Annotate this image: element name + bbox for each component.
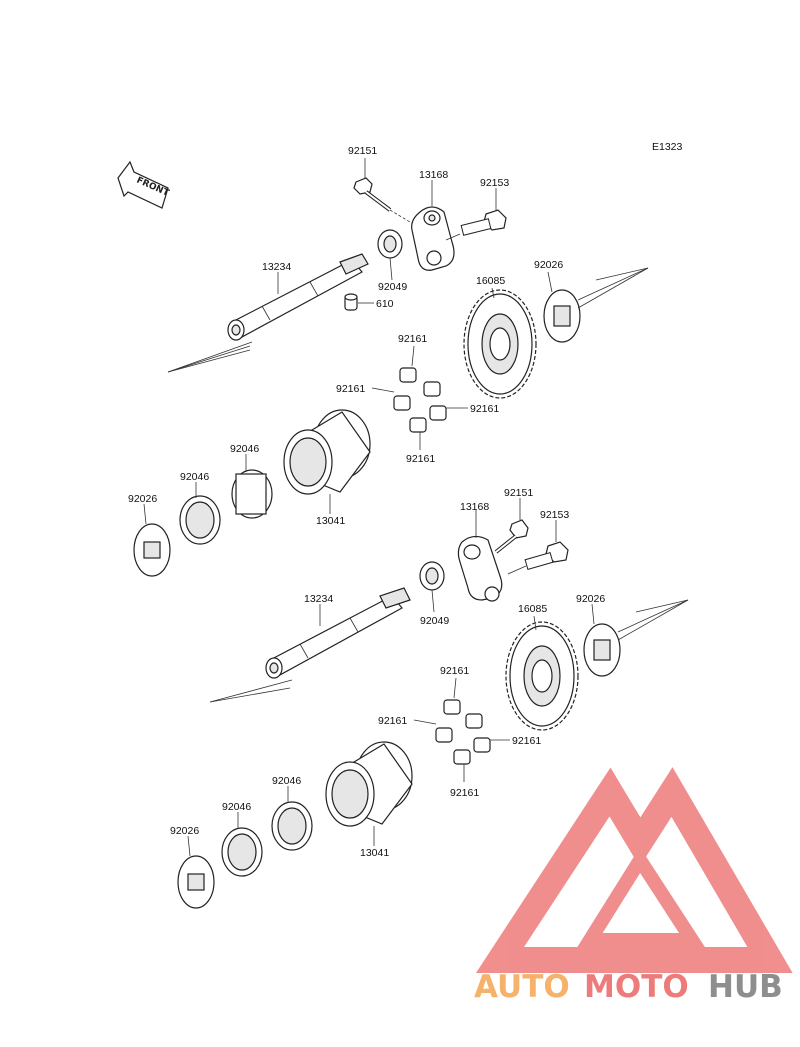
bearing-upper xyxy=(377,229,403,259)
logo-text-hub: HUB xyxy=(708,969,783,1005)
gear-lower xyxy=(505,621,579,731)
label-92161-upper-top: 92161 xyxy=(398,333,427,345)
dampers-lower xyxy=(435,699,491,765)
label-92046-lower-a: 92046 xyxy=(222,801,251,813)
washer-lower-left xyxy=(177,855,215,909)
shaft-lower xyxy=(265,587,411,679)
label-92161-upper-bottom: 92161 xyxy=(406,453,435,465)
label-92161-upper-right: 92161 xyxy=(470,403,499,415)
hub-upper xyxy=(283,409,371,495)
hub-lower xyxy=(325,741,413,827)
label-92026-lower-right: 92026 xyxy=(576,593,605,605)
label-92046-lower-b: 92046 xyxy=(272,775,301,787)
label-13168-upper: 13168 xyxy=(419,169,448,181)
label-92049-upper: 92049 xyxy=(378,281,407,293)
label-92026-upper-left: 92026 xyxy=(128,493,157,505)
label-92151-lower: 92151 xyxy=(504,487,533,499)
label-92026-lower-left: 92026 xyxy=(170,825,199,837)
label-13041-lower: 13041 xyxy=(360,847,389,859)
needle-bearing-upper-b xyxy=(231,469,273,519)
bolt-upper-b xyxy=(460,209,507,236)
label-92161-lower-bottom: 92161 xyxy=(450,787,479,799)
needle-bearing-upper-a xyxy=(179,495,221,545)
washer-upper-left xyxy=(133,523,171,577)
label-610: 610 xyxy=(376,298,394,310)
bolt-lower-a xyxy=(494,519,529,554)
needle-bearing-lower-b xyxy=(271,801,313,851)
diagram-code: E1323 xyxy=(652,141,683,153)
logo-text-auto: AUTO xyxy=(474,969,570,1005)
dampers-upper xyxy=(393,367,447,433)
label-92153-upper: 92153 xyxy=(480,177,509,189)
automotohub-logo xyxy=(475,767,793,973)
label-92026-upper-right: 92026 xyxy=(534,259,563,271)
bracket-upper xyxy=(411,206,455,271)
front-arrow-icon: FRONT xyxy=(117,160,171,209)
label-92046-upper-b: 92046 xyxy=(230,443,259,455)
logo-text-moto: MOTO xyxy=(584,969,689,1005)
label-13041-upper: 13041 xyxy=(316,515,345,527)
label-16085-upper: 16085 xyxy=(476,275,505,287)
bolt-lower-b xyxy=(524,541,569,571)
label-92161-lower-right: 92161 xyxy=(512,735,541,747)
label-92153-lower: 92153 xyxy=(540,509,569,521)
label-92161-lower-top: 92161 xyxy=(440,665,469,677)
bracket-lower xyxy=(457,535,503,602)
label-92161-lower-left: 92161 xyxy=(378,715,407,727)
label-92049-lower: 92049 xyxy=(420,615,449,627)
shaft-upper xyxy=(227,253,369,341)
label-92046-upper-a: 92046 xyxy=(180,471,209,483)
washer-lower-right xyxy=(583,623,621,677)
needle-bearing-lower-a xyxy=(221,827,263,877)
pin-upper xyxy=(344,293,358,311)
label-92161-upper-left: 92161 xyxy=(336,383,365,395)
gear-upper xyxy=(463,289,537,399)
bearing-lower xyxy=(419,561,445,591)
label-13168-lower: 13168 xyxy=(460,501,489,513)
label-13234-upper: 13234 xyxy=(262,261,291,273)
label-16085-lower: 16085 xyxy=(518,603,547,615)
bolt-upper-a xyxy=(353,177,392,212)
label-13234-lower: 13234 xyxy=(304,593,333,605)
washer-upper-right xyxy=(543,289,581,343)
label-92151-upper: 92151 xyxy=(348,145,377,157)
